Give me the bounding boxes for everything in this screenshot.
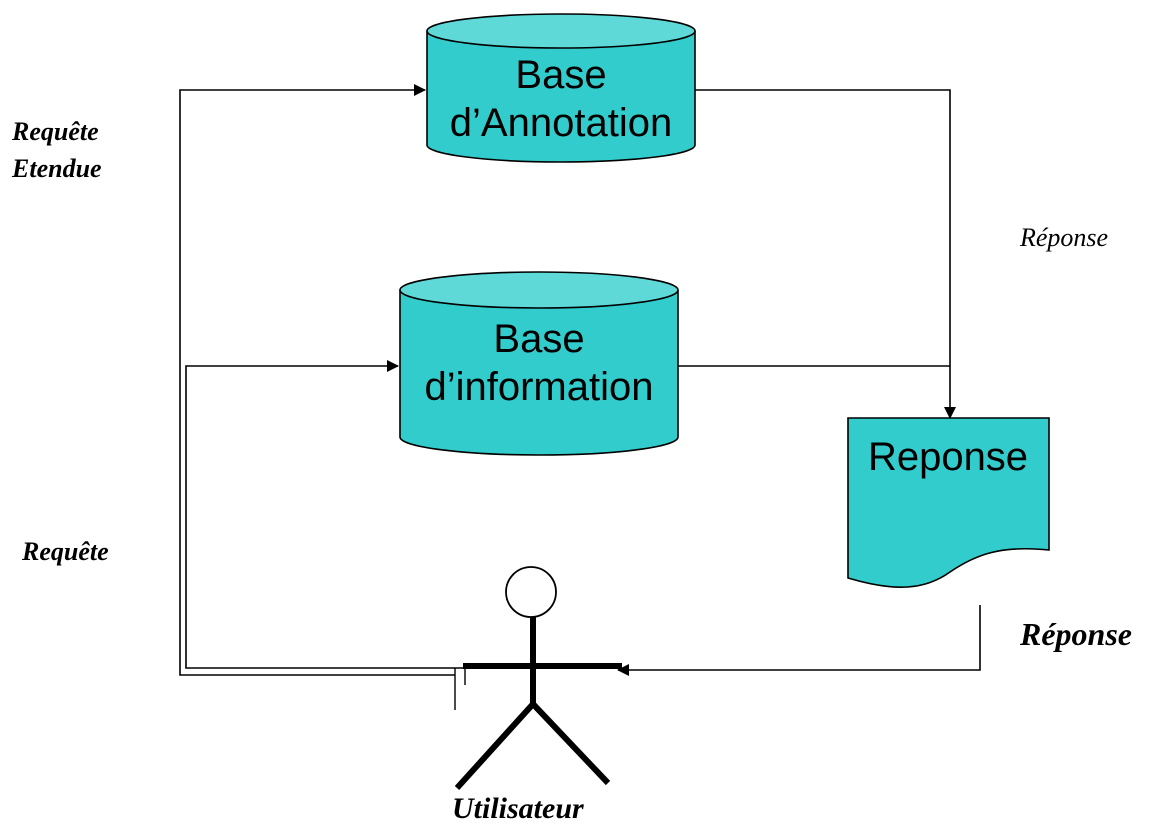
stick-figure-icon	[454, 566, 622, 791]
information-db-label-line2: d’information	[424, 365, 653, 409]
response-lower-label: Réponse	[1019, 616, 1132, 652]
query-label: Requête	[21, 537, 109, 566]
response-upper-label: Réponse	[1019, 223, 1108, 252]
annotation-response-connector	[695, 89, 956, 419]
annotation-database: Base d’Annotation	[426, 13, 696, 163]
information-db-label-line1: Base	[493, 317, 584, 361]
query-connector	[185, 360, 465, 669]
user-label: Utilisateur	[452, 792, 584, 825]
annotation-db-label-line1: Base	[515, 53, 606, 97]
extended-query-label-line2: Etendue	[11, 154, 102, 183]
response-document: Reponse	[847, 417, 1050, 588]
extended-query-connector	[179, 84, 455, 676]
annotation-db-label-line2: d’Annotation	[450, 101, 672, 145]
extended-query-label-line1: Requête	[11, 117, 99, 146]
information-database: Base d’information	[399, 271, 679, 456]
response-document-label: Reponse	[868, 435, 1028, 479]
response-return-connector	[617, 605, 981, 676]
